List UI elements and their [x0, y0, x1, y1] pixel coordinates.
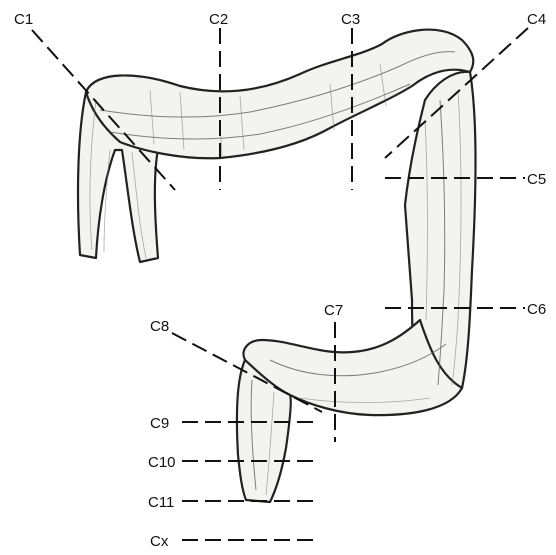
label-c9: C9: [150, 415, 169, 432]
label-c11: C11: [148, 494, 174, 511]
label-cx: Cx: [150, 533, 169, 550]
label-c4: C4: [527, 11, 546, 28]
label-c2: C2: [209, 11, 228, 28]
label-c5: C5: [527, 171, 546, 188]
label-c1: C1: [14, 11, 33, 28]
label-c3: C3: [341, 11, 360, 28]
label-c8: C8: [150, 318, 169, 335]
label-c10: C10: [148, 454, 176, 471]
label-c6: C6: [527, 301, 546, 318]
label-c7: C7: [324, 302, 343, 319]
